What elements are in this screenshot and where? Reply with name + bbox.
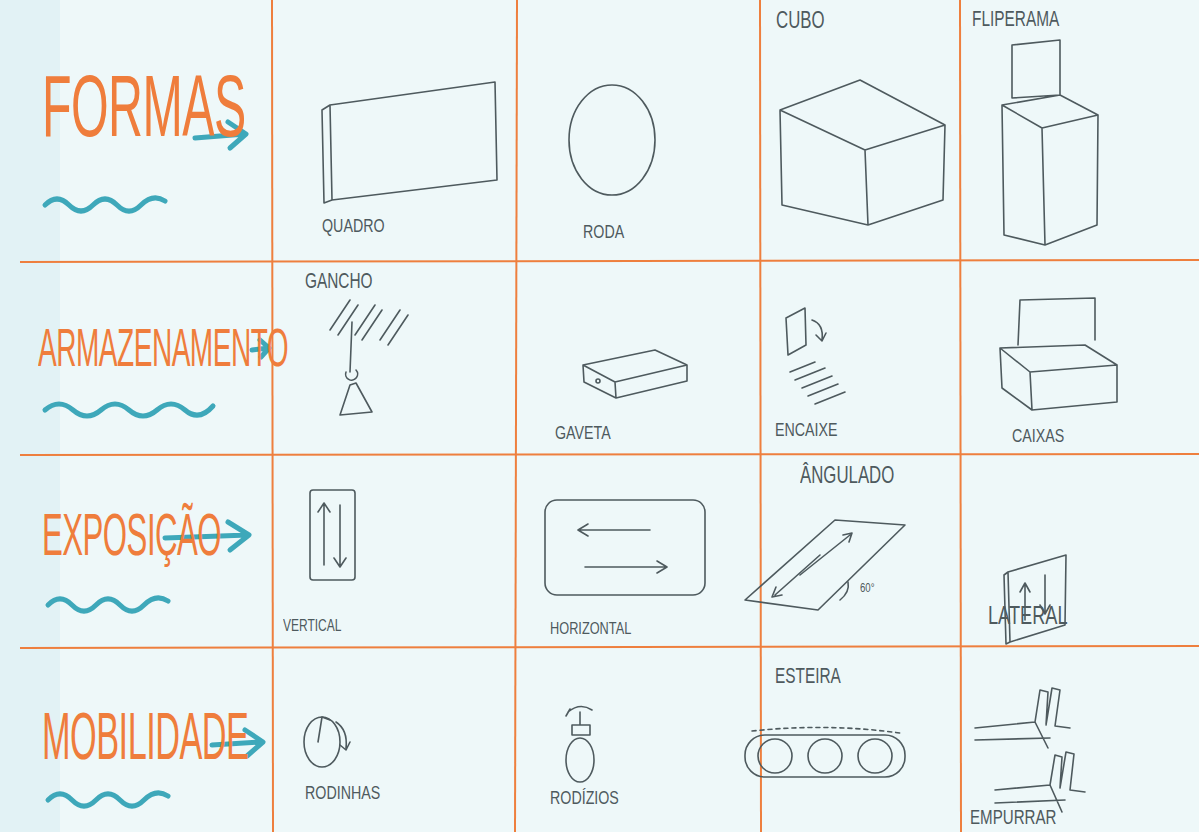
slot-lines <box>790 362 845 404</box>
grid-line <box>20 260 1199 262</box>
lateral-panel <box>1004 555 1066 644</box>
cell-label: VERTICAL <box>283 618 341 634</box>
wheel-axle-arrow <box>318 717 350 750</box>
cell-label: CUBO <box>776 8 825 32</box>
grid-line <box>515 0 517 832</box>
hook-sketch <box>340 322 372 415</box>
grid-line <box>960 0 961 832</box>
track-roller <box>858 739 892 773</box>
wavy-underline <box>48 598 168 611</box>
box-sketch <box>1000 298 1117 410</box>
row-header: EXPOSIÇÃO <box>42 505 221 565</box>
cell-label: CAIXAS <box>1012 426 1064 445</box>
grid-line <box>20 646 1199 648</box>
grid-line <box>20 454 1199 455</box>
left-right-arrows <box>578 524 667 573</box>
wheel-sketch <box>569 85 655 195</box>
row-header: MOBILIDADE <box>42 703 248 769</box>
caster-mount <box>566 706 592 735</box>
wavy-underline <box>45 404 213 416</box>
pushing-hand <box>995 752 1085 812</box>
frame-sketch <box>322 82 497 203</box>
wavy-underline <box>48 793 168 806</box>
hanger-rods <box>330 300 408 345</box>
pencil-sketches <box>304 40 1117 812</box>
track-treads <box>752 727 900 733</box>
small-wheel <box>304 717 340 767</box>
cell-label: QUADRO <box>322 216 385 235</box>
angled-panel <box>745 520 905 610</box>
caster-wheel <box>566 738 594 782</box>
track-roller <box>808 739 842 773</box>
cell-label: RODINHAS <box>305 783 380 802</box>
drawer-sketch <box>583 350 687 398</box>
grid-line <box>272 0 273 832</box>
drawer-knob <box>596 379 600 383</box>
horizontal-panel <box>545 500 705 595</box>
wavy-underline <box>45 198 165 211</box>
cell-label: 60° <box>860 582 875 594</box>
row-header: FORMAS <box>42 62 246 150</box>
cell-label: GANCHO <box>305 270 373 292</box>
cell-label: ÂNGULADO <box>800 463 894 487</box>
arcade-sketch <box>1002 40 1098 245</box>
cell-label: EMPURRAR <box>970 806 1057 827</box>
cell-label: HORIZONTAL <box>550 620 631 637</box>
pushing-hand <box>975 688 1070 748</box>
row-header: ARMAZENAMENTO <box>38 320 288 374</box>
angled-arrows <box>772 533 852 600</box>
cell-label: ESTEIRA <box>775 665 841 687</box>
up-down-arrows <box>318 503 346 567</box>
table-grid <box>20 0 1199 832</box>
grid-line <box>760 0 761 832</box>
cell-label: RODA <box>583 222 624 241</box>
vertical-panel <box>310 490 355 580</box>
cell-label: FLIPERAMA <box>972 8 1059 30</box>
cell-label: GAVETA <box>555 423 611 442</box>
cube-sketch <box>780 80 945 225</box>
track-belt <box>745 735 905 777</box>
cell-label: LATERAL <box>988 602 1068 628</box>
cell-label: ENCAIXE <box>775 420 838 439</box>
cell-label: RODÍZIOS <box>550 788 619 807</box>
slot-panel-sketch <box>786 308 826 355</box>
track-roller <box>758 739 792 773</box>
